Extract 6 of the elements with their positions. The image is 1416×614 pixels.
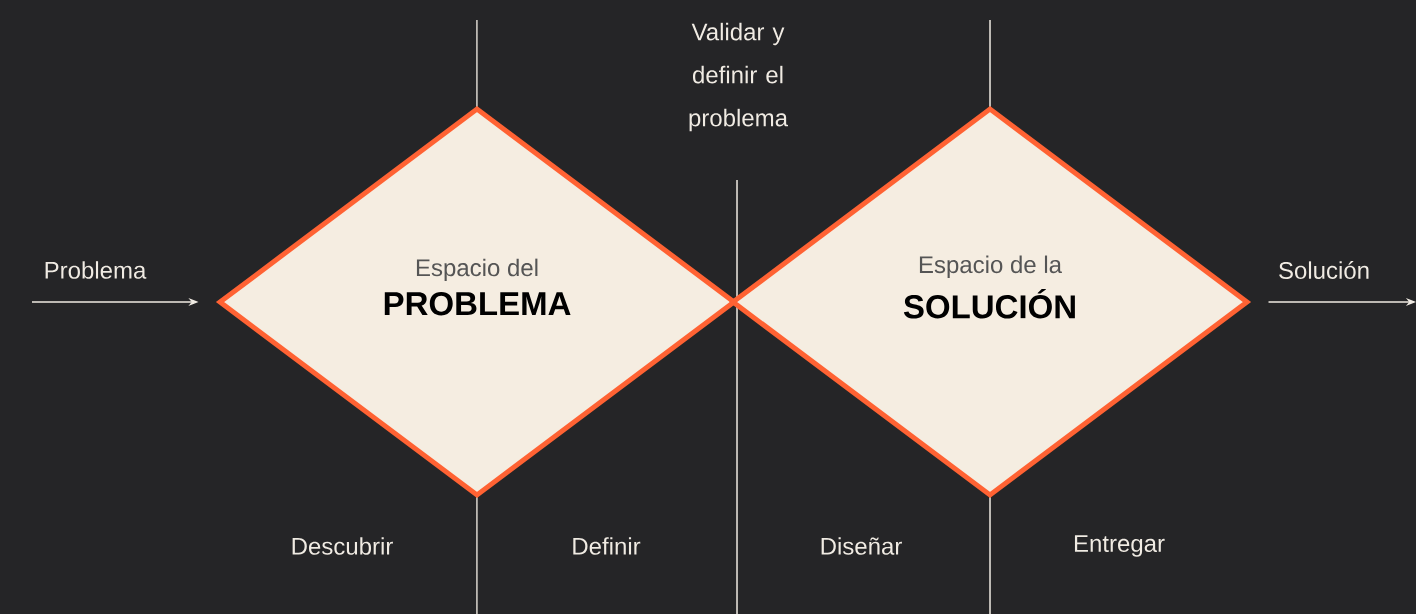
- phase-label: Definir: [573, 537, 641, 555]
- phase-label: Diseñar: [821, 537, 902, 555]
- phase-label: Entregar: [1074, 535, 1165, 557]
- phase-label: Descubrir: [292, 537, 393, 555]
- edge-label: Problema: [45, 261, 147, 279]
- edge-label: Solución: [1279, 261, 1369, 279]
